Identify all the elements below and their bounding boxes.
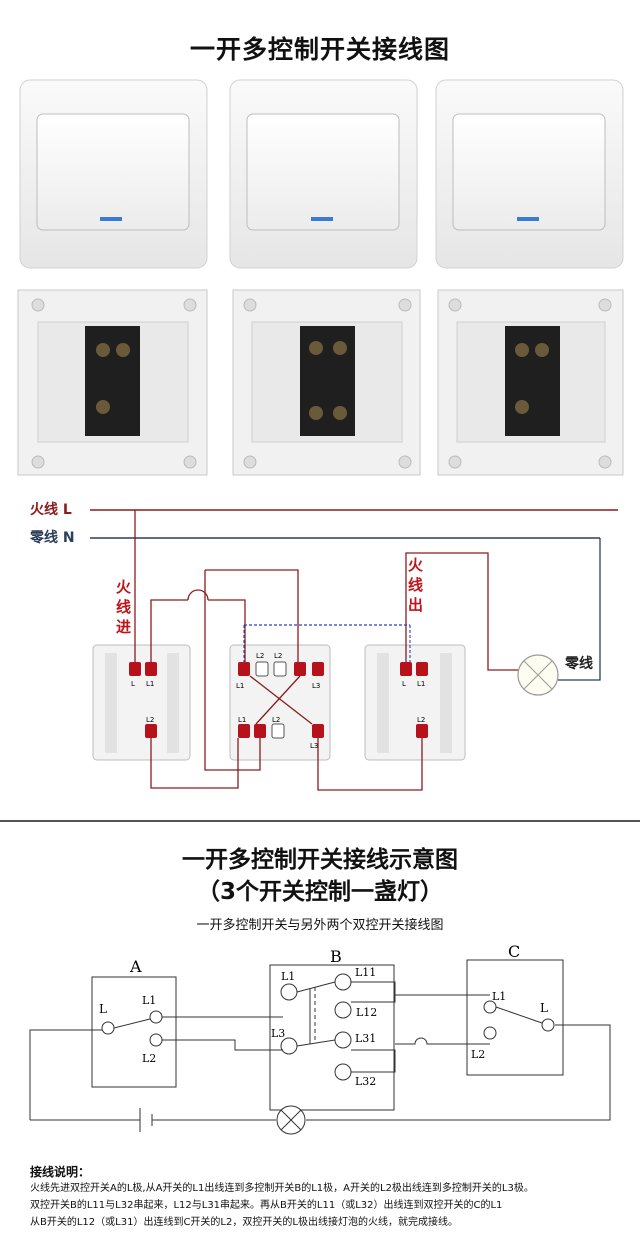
switch-back-2 bbox=[232, 289, 421, 476]
switch-front-1 bbox=[19, 79, 208, 269]
terminal-right-L1 bbox=[416, 662, 428, 676]
neutral-label: 零线 N bbox=[29, 529, 75, 546]
schematic-lamp-icon bbox=[276, 1105, 306, 1135]
b-L11: L11 bbox=[355, 966, 376, 979]
left-L2: L2 bbox=[146, 716, 154, 724]
terminal-mid-6 bbox=[238, 724, 250, 738]
c-L: L bbox=[540, 1001, 548, 1015]
box-b-label: B bbox=[330, 947, 342, 966]
schematic-subtitle: 一开多控制开关与另外两个双控开关接线图 bbox=[196, 918, 444, 933]
page-title: 一开多控制开关接线图 bbox=[189, 35, 450, 64]
terminal-mid-1 bbox=[238, 662, 250, 676]
b-L32: L32 bbox=[355, 1075, 376, 1088]
terminal-mid-3 bbox=[273, 661, 287, 677]
terminal-left-L2 bbox=[145, 724, 157, 738]
mid-side-L3: L3 bbox=[312, 682, 320, 690]
fire-out-3: 出 bbox=[408, 596, 423, 614]
b-L12: L12 bbox=[356, 1006, 377, 1019]
switch-photos bbox=[17, 79, 624, 476]
terminal-mid-8 bbox=[271, 723, 285, 739]
terminal-mid-4 bbox=[294, 662, 306, 676]
terminal-left-L bbox=[129, 662, 141, 676]
switch-back-1 bbox=[17, 289, 208, 476]
left-L1: L1 bbox=[146, 680, 154, 688]
fire-out-2: 线 bbox=[408, 576, 423, 594]
mid-b-L1: L1 bbox=[238, 716, 246, 724]
notes-heading: 接线说明： bbox=[30, 1165, 91, 1179]
left-L: L bbox=[131, 680, 135, 688]
a-L: L bbox=[99, 1002, 107, 1016]
schematic-title-sub: （3个开关控制一盏灯） bbox=[196, 879, 443, 905]
switch-box-b bbox=[269, 964, 395, 1111]
terminal-mid-5 bbox=[312, 662, 324, 676]
schematic-title: 一开多控制开关接线示意图 bbox=[182, 847, 458, 873]
note-line-1: 火线先进双控开关A的L极,从A开关的L1出线连到多控制开关B的L1极，A开关的L… bbox=[30, 1183, 534, 1194]
fire-in-3: 进 bbox=[116, 618, 131, 636]
fire-in-2: 线 bbox=[116, 598, 131, 616]
fire-out-1: 火 bbox=[408, 556, 424, 574]
switch-back-3 bbox=[437, 289, 624, 476]
b-L1: L1 bbox=[281, 970, 295, 983]
section-divider bbox=[0, 820, 640, 822]
box-c-label: C bbox=[508, 942, 520, 961]
lamp-icon bbox=[517, 654, 559, 696]
switch-front-3 bbox=[435, 79, 624, 269]
note-line-2: 双控开关B的L11与L32串起来，L12与L31串起来。再从B开关的L11（或L… bbox=[30, 1200, 503, 1211]
mid-b-L2: L2 bbox=[272, 716, 280, 724]
switch-front-2 bbox=[229, 79, 418, 269]
c-L2: L2 bbox=[471, 1048, 485, 1061]
note-line-3: 从B开关的L12（或L31）出连线到C开关的L2，双控开关的L极出线接灯泡的火线… bbox=[30, 1217, 458, 1228]
switch-box-a bbox=[91, 976, 177, 1088]
lamp-neutral-label: 零线 bbox=[564, 655, 593, 672]
switch-box-c bbox=[466, 959, 564, 1076]
mid-side-L1: L1 bbox=[236, 682, 244, 690]
c-L1: L1 bbox=[492, 990, 506, 1003]
mid-t-L2a: L2 bbox=[256, 652, 264, 660]
mid-t-L2b: L2 bbox=[274, 652, 282, 660]
b-L3: L3 bbox=[271, 1027, 285, 1040]
live-label: 火线 L bbox=[30, 501, 72, 518]
schematic-diagram: A B C L L1 L2 L1 L3 L11 L12 L31 L32 L1 L… bbox=[29, 942, 611, 1135]
a-L1: L1 bbox=[142, 994, 156, 1007]
right-L2: L2 bbox=[417, 716, 425, 724]
terminal-left-L1 bbox=[145, 662, 157, 676]
box-a-label: A bbox=[129, 957, 142, 976]
terminal-mid-9 bbox=[312, 724, 324, 738]
terminal-right-L2 bbox=[416, 724, 428, 738]
wiring-diagram: 火线 L 零线 N 火 线 进 火 线 出 L L1 L2 L2 L2 L1 L… bbox=[29, 501, 618, 791]
right-L1: L1 bbox=[417, 680, 425, 688]
right-L: L bbox=[402, 680, 406, 688]
wiring-switch-left bbox=[92, 644, 191, 761]
b-L31: L31 bbox=[355, 1032, 376, 1045]
terminal-mid-7 bbox=[254, 724, 266, 738]
terminal-right-L bbox=[400, 662, 412, 676]
fire-in-1: 火 bbox=[116, 578, 132, 596]
a-L2: L2 bbox=[142, 1052, 156, 1065]
mid-b-L3: L3 bbox=[310, 742, 318, 750]
terminal-mid-2 bbox=[255, 661, 269, 677]
